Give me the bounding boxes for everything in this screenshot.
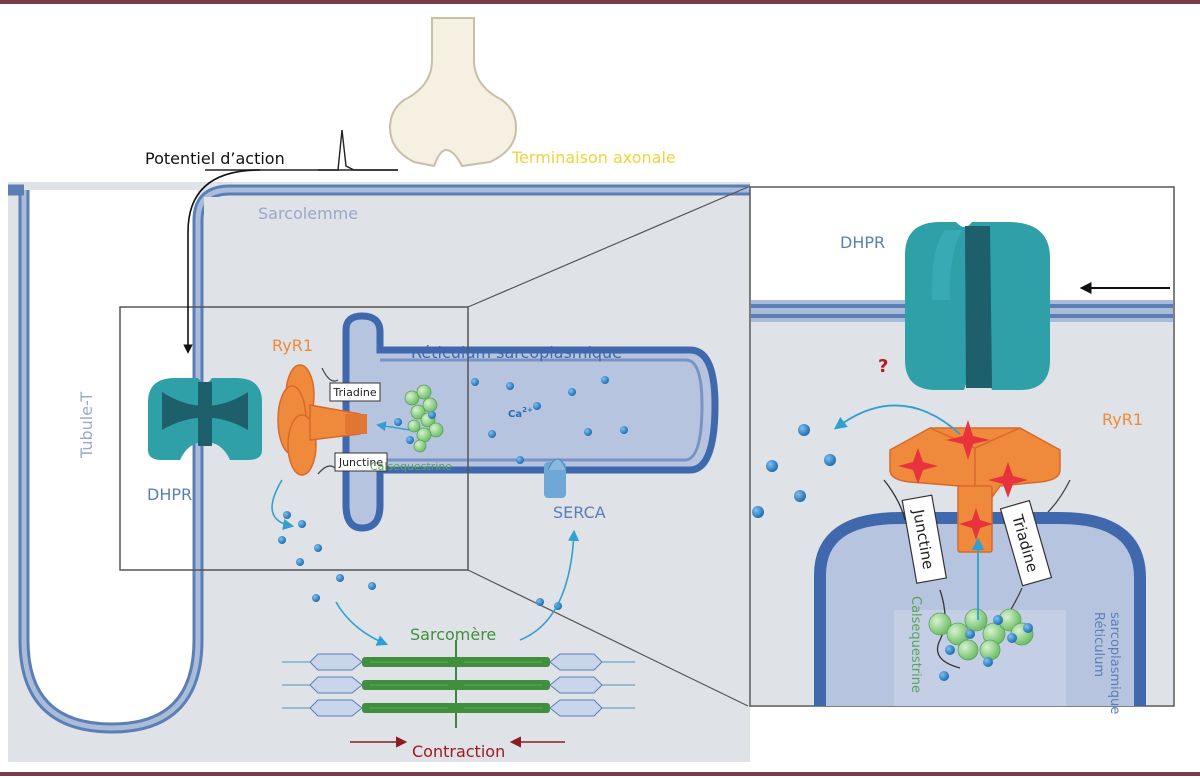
inset-panel: Junctine Triadine DHPR ? RyR1 Calsequest… xyxy=(749,186,1175,714)
t-tubule-label: Tubule-T xyxy=(77,392,96,459)
ca-label: Ca2+ xyxy=(508,406,533,420)
t-tubule-membrane xyxy=(8,184,750,734)
signal-arrow xyxy=(183,169,261,354)
muscle-cell xyxy=(8,182,750,762)
ryr1-label: RyR1 xyxy=(272,336,313,355)
inset-dhpr-channel xyxy=(905,222,1050,390)
inset-red-stars xyxy=(898,420,1028,540)
top-bar xyxy=(0,0,1200,4)
action-potential-trace xyxy=(205,129,398,171)
sarcoplasmic-reticulum xyxy=(342,312,719,532)
ca-ions-main xyxy=(278,376,628,610)
action-potential-label: Potentiel d’action xyxy=(145,149,285,168)
junctin-tag: Junctine xyxy=(334,452,388,472)
sr-label: Réticulum sarcoplasmique xyxy=(411,343,622,362)
zoom-box xyxy=(119,306,469,571)
sarcomere xyxy=(282,640,635,728)
inset-dhpr-label: DHPR xyxy=(840,233,885,252)
inset-question-mark: ? xyxy=(878,356,888,377)
inset-junctin-tag: Junctine xyxy=(901,494,948,584)
triadin-label: Triadine xyxy=(332,386,376,399)
sarcolemma-label: Sarcolemme xyxy=(258,204,358,223)
inset-ca-ions xyxy=(752,424,1033,681)
serca-pump xyxy=(544,458,567,498)
dhpr-channel xyxy=(148,378,262,460)
serca-label: SERCA xyxy=(553,503,606,522)
inset-ryr1-label: RyR1 xyxy=(1102,410,1143,429)
contraction-label: Contraction xyxy=(412,742,505,761)
zoom-line-bottom xyxy=(467,569,749,707)
ca-reuptake-arrow xyxy=(519,529,580,641)
inset-reticulum-label: Réticulumsarcoplasmique xyxy=(1091,612,1122,714)
triadin-tag: Triadine xyxy=(329,382,381,402)
bottom-bar xyxy=(0,772,1200,776)
ryr1-channel xyxy=(277,364,367,476)
zoom-line-top xyxy=(467,186,749,308)
inset-calsequestrin-label: Calsequestrine xyxy=(908,596,923,693)
ca-release-arrow xyxy=(271,479,295,530)
junctin-label: Junctine xyxy=(338,456,384,469)
axon-terminal-label: Terminaison axonale xyxy=(511,148,676,167)
calsequestrin-label: Calsequestrine xyxy=(370,460,452,473)
ca-to-sarcomere-arrow xyxy=(335,601,389,646)
dhpr-label: DHPR xyxy=(147,485,192,504)
sarcomere-label: Sarcomère xyxy=(410,625,496,644)
axon-terminal xyxy=(388,17,518,168)
inset-calsequestrin-cluster xyxy=(928,608,1034,661)
